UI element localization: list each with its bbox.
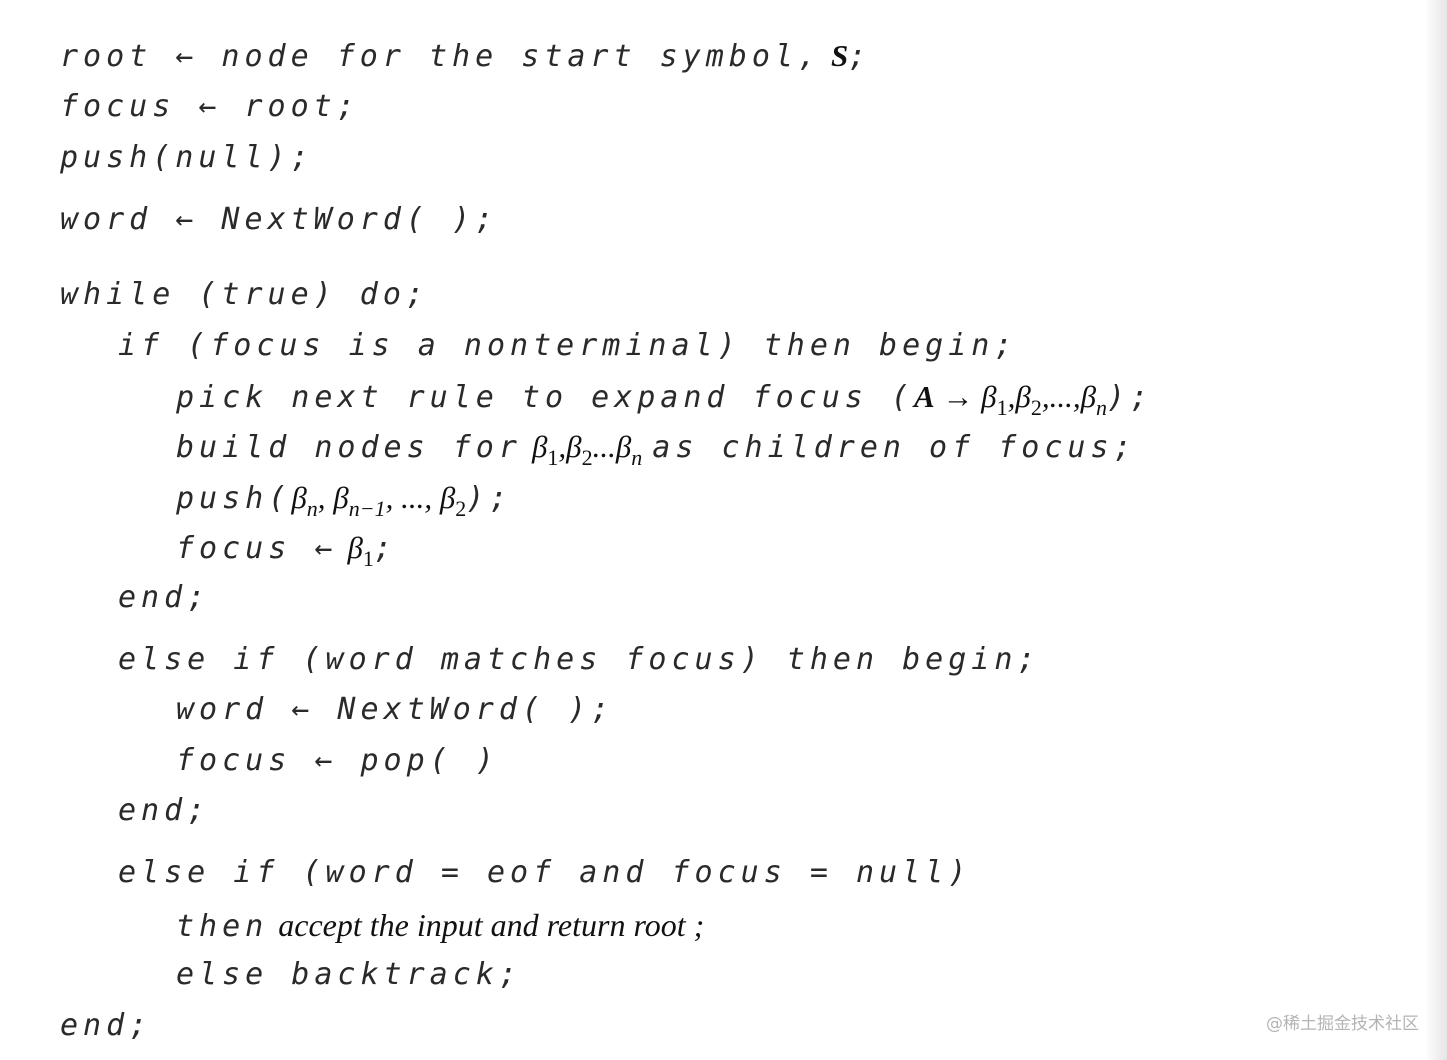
code-line: end; [118,791,210,831]
code-line: word ← NextWord( ); [60,200,498,240]
math-symbol: β [531,429,548,464]
math-symbol: A [913,379,935,414]
math-symbol: ...β [592,429,632,464]
code-line: push(null); [60,138,314,178]
code-line: else if (word = eof and focus = null) [118,853,971,893]
math-subscript: 1 [996,395,1008,420]
math-subscript: n [631,445,643,470]
prose-text: accept the input and return root ; [278,907,705,943]
code-text: pick next rule to expand focus ( [176,380,914,415]
math-subscript: 1 [547,445,559,470]
code-line: build nodes for β1,β2...βn as children of … [176,427,1137,470]
math-subscript: 2 [581,445,593,470]
code-text: else if (word = eof and focus = null) [118,855,972,890]
math-subscript: 2 [455,496,467,521]
code-text: focus ← [176,531,338,566]
math-subscript: n [306,496,318,521]
code-text: focus ← root; [60,89,360,124]
code-text: build nodes for [176,430,522,465]
code-line: end; [118,578,210,618]
code-line: else if (word matches focus) then begin; [118,640,1040,680]
code-text: ); [1107,380,1154,415]
code-line: then accept the input and return root ; [176,905,704,945]
code-text: else if (word matches focus) then begin; [118,642,1041,677]
math-subscript: 2 [1030,395,1042,420]
math-subscript: n−1 [348,496,386,521]
code-line: focus ← β1; [176,528,397,571]
math-symbol: β [981,379,997,414]
code-text: then [176,909,269,944]
code-text: end; [60,1008,153,1043]
math-subscript: 1 [362,546,374,571]
code-text: focus ← pop( ) [176,743,499,778]
math-symbol: , β [317,480,349,515]
math-symbol: ,β [558,429,582,464]
code-line: push(βn, βn−1, ..., β2); [176,478,513,521]
code-text: ; [373,531,397,566]
code-text: push(null); [60,140,314,175]
code-line: while (true) do; [60,275,429,315]
math-symbol: β [291,480,307,515]
watermark: @稀土掘金技术社区 [1266,1014,1419,1034]
code-text: as children of focus; [652,430,1137,465]
code-text: word ← NextWord( ); [176,692,615,727]
code-line: root ← node for the start symbol, S; [60,36,871,76]
page-edge-shadow [1425,0,1447,1060]
code-line: if (focus is a nonterminal) then begin; [118,326,1017,366]
code-text: else backtrack; [176,957,522,992]
code-line: else backtrack; [176,955,522,995]
math-symbol: ,...,β [1041,379,1097,414]
math-symbol: S [831,38,849,73]
code-text: while (true) do; [60,277,429,312]
code-text: word ← NextWord( ); [60,202,499,237]
math-symbol: β [347,530,363,565]
math-symbol: , ..., β [385,480,456,515]
math-symbol: ,β [1007,379,1031,414]
code-line: pick next rule to expand focus (A → β1,β… [176,377,1154,420]
code-line: end; [60,1006,152,1046]
code-text: end; [118,793,211,828]
code-text: push( [176,481,292,516]
code-line: focus ← root; [60,87,360,127]
code-text: end; [118,580,211,615]
code-line: word ← NextWord( ); [176,690,614,730]
code-text: root ← node for the start symbol, [60,39,822,74]
code-text: if (focus is a nonterminal) then begin; [118,328,1018,363]
math-subscript: n [1096,395,1108,420]
code-line: focus ← pop( ) [176,741,499,781]
math-symbol: → [934,379,982,414]
code-text: ; [848,39,872,74]
code-text: ); [466,481,513,516]
